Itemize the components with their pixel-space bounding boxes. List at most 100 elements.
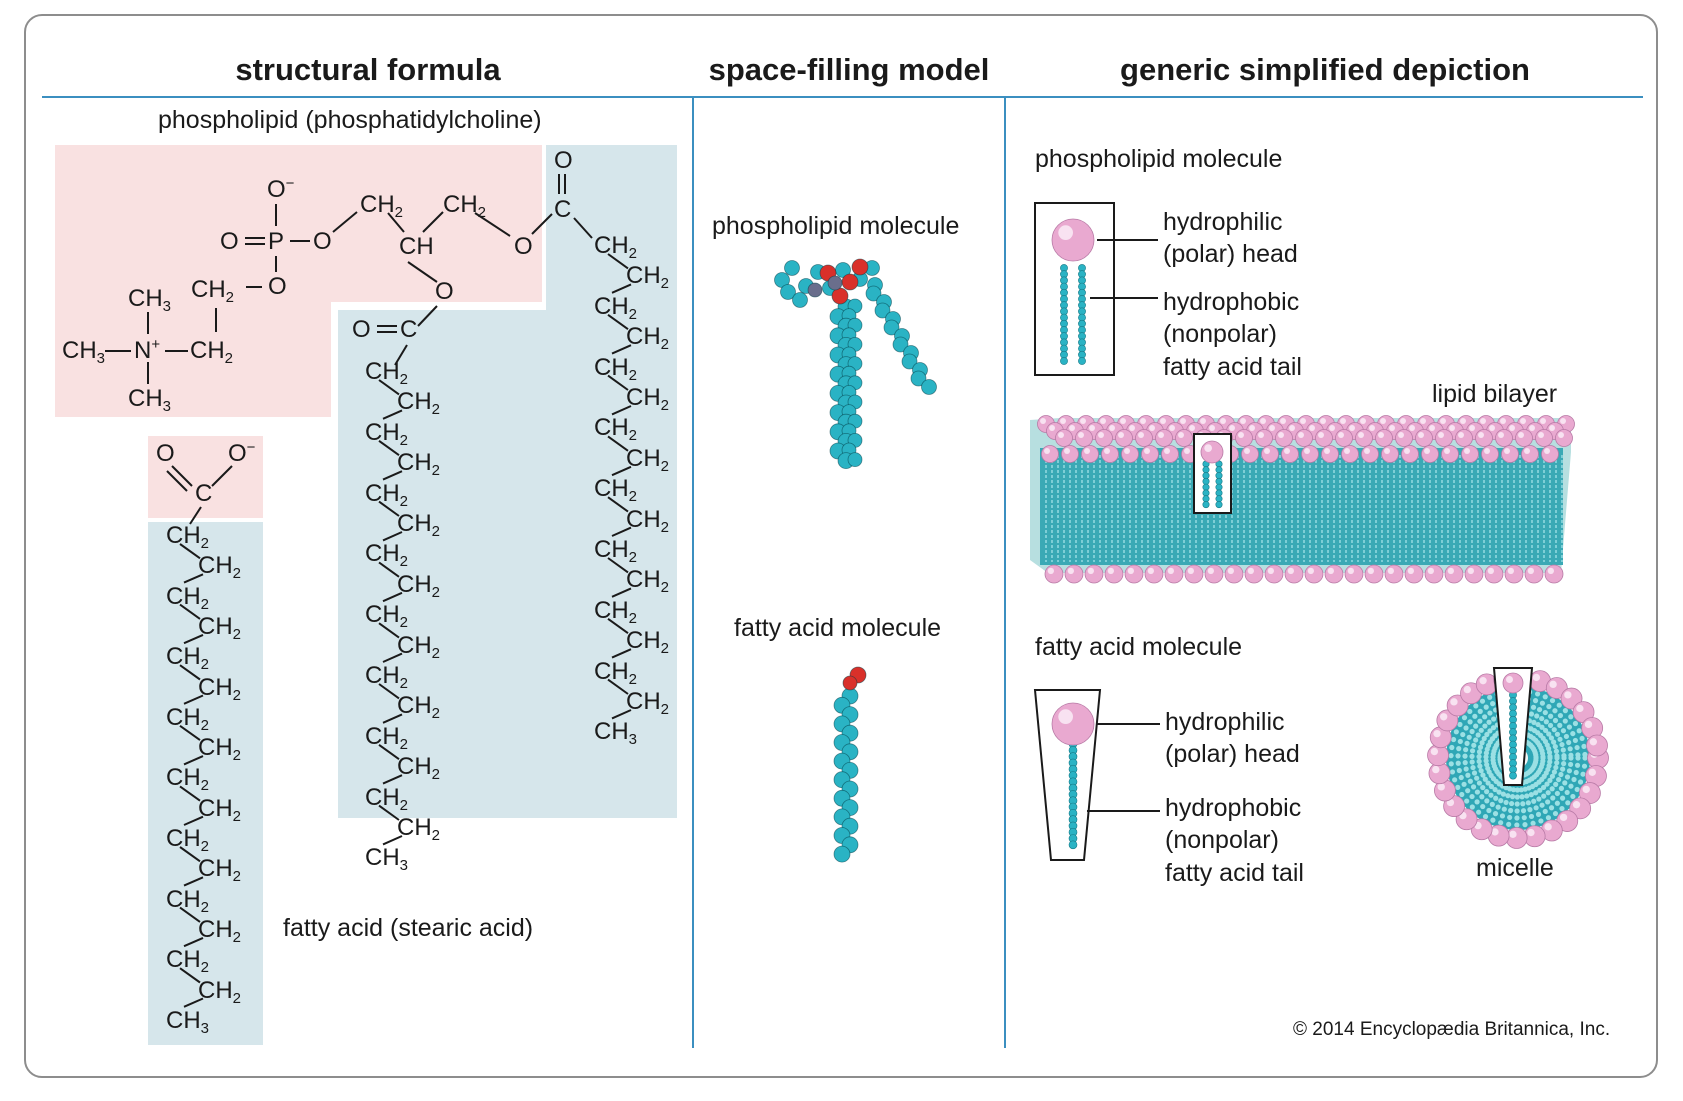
lipid-bilayer-label: lipid bilayer <box>1432 380 1558 408</box>
right_chain_units-unit-7: CH2 <box>626 444 670 475</box>
bilayer-bottom-head <box>1384 564 1404 584</box>
bilayer-bottom-head <box>1524 564 1544 584</box>
micelle-head <box>1586 734 1608 757</box>
stearic_chain_units-bond-8 <box>179 785 201 802</box>
bilayer-highlight-head <box>1200 440 1224 464</box>
stearic_chain_units-unit-2: CH2 <box>166 582 210 613</box>
sf-right-tail-atom <box>892 336 909 353</box>
atom-o-choline: O <box>268 273 287 300</box>
sf-right-tail-atom <box>921 379 937 395</box>
stearic_chain_units-unit-9: CH2 <box>198 794 242 825</box>
bilayer-bottom-head <box>1144 564 1164 584</box>
micelle-label: micelle <box>1476 854 1554 882</box>
bilayer-bottom-head <box>1104 564 1124 584</box>
sf-phospholipid-label: phospholipid molecule <box>712 212 960 240</box>
left_chain_units-bond-13 <box>382 774 403 785</box>
atom-o-ester-left: O <box>435 278 454 305</box>
bilayer-top-head <box>1441 445 1459 463</box>
left_chain_units-unit-15: CH2 <box>397 814 441 844</box>
sf-oxygen-atom <box>851 258 869 276</box>
left_chain_units-unit-12: CH2 <box>365 722 409 753</box>
right_chain_units-unit-6: CH2 <box>594 414 638 445</box>
right_chain_units-bond-15 <box>611 709 632 720</box>
atom-o-link1: O <box>313 228 332 255</box>
sf-right-tail-atom <box>865 285 882 302</box>
bilayer-bottom-head <box>1324 564 1344 584</box>
left_chain_units-unit-14: CH2 <box>365 783 409 814</box>
stearic_chain_units-bond-4 <box>179 664 201 681</box>
nonpolar-label-1: (nonpolar) <box>1163 320 1277 348</box>
stearic_chain_units-unit-3: CH2 <box>198 612 242 643</box>
left_chain_units-bond-8 <box>378 622 400 639</box>
right_chain_units-unit-12: CH2 <box>594 596 638 627</box>
stearic-o-right: O− <box>228 439 256 467</box>
sf-fa-tail-atom <box>833 845 851 863</box>
left_chain_units-unit-7: CH2 <box>397 570 441 601</box>
stearic_chain_units-bond-6 <box>179 724 201 741</box>
bilayer-bottom-head <box>1424 564 1444 584</box>
bilayer-top-head <box>1301 445 1319 463</box>
stearic_chain_units-bond-15 <box>183 997 204 1008</box>
fatty-acid-head <box>1051 702 1095 746</box>
left_chain_units-bond-9 <box>382 652 403 663</box>
bilayer-bottom-head <box>1304 564 1324 584</box>
atom-o-ester-right: O <box>514 233 533 260</box>
atom-c-right: C <box>554 196 572 223</box>
right_chain_units-unit-0: CH2 <box>594 232 638 262</box>
atom-c-left: C <box>400 316 418 343</box>
left_chain_units-unit-3: CH2 <box>397 449 441 480</box>
bilayer-top-head <box>1041 445 1059 463</box>
bilayer-bottom-head <box>1464 564 1484 584</box>
micelle-illustration <box>1427 667 1609 849</box>
left_chain_units-bond-5 <box>382 531 403 542</box>
right_chain_units-bond-0 <box>607 253 629 270</box>
right_chain_units-bond-5 <box>611 405 632 416</box>
bilayer-tail-region <box>1040 448 1563 565</box>
stearic_chain_units-bond-10 <box>179 846 201 863</box>
left_chain_units-bond-10 <box>378 683 400 700</box>
bilayer-bottom-head <box>1084 564 1104 584</box>
right_chain_units-bond-14 <box>607 678 629 695</box>
stearic_chain_units-unit-10: CH2 <box>166 825 210 855</box>
left_chain_units-bond-4 <box>378 500 400 517</box>
bilayer-top-head <box>1061 445 1079 463</box>
choline-bg <box>55 302 331 417</box>
left_chain_units-unit-8: CH2 <box>365 601 409 632</box>
phospholipid-icon <box>1051 218 1095 365</box>
stearic-c: C <box>195 480 213 507</box>
bilayer-top-head <box>1361 445 1379 463</box>
left_chain_units-unit-9: CH2 <box>397 631 441 662</box>
atom-o-carbonyl-right: O <box>554 147 573 174</box>
polar-head-label-1: (polar) head <box>1163 240 1298 268</box>
right_chain_units-bond-8 <box>607 496 629 513</box>
hydrophobic-label-2: hydrophobic <box>1165 794 1302 822</box>
stearic_chain_units-bond-1 <box>183 573 204 584</box>
micelle-highlight-head <box>1502 672 1524 694</box>
stearic_chain_units-unit-5: CH2 <box>198 673 242 704</box>
right_chain_units-bond-9 <box>611 526 632 537</box>
stearic_chain_units-bond-7 <box>183 755 204 766</box>
right-chain-bg-top <box>546 145 677 319</box>
nonpolar-label-2: (nonpolar) <box>1165 826 1279 854</box>
phospholipid-head-bg <box>55 145 542 302</box>
sf-right-tail-atom <box>901 353 918 370</box>
stearic_chain_units-bond-3 <box>183 633 204 645</box>
atom-ch2-glycerol-1: CH2 <box>360 191 404 221</box>
atom-p: P <box>268 228 285 255</box>
right_chain_units-unit-16: CH3 <box>594 718 638 749</box>
stearic_chain_units-bond-14 <box>179 967 201 984</box>
right_chain_units-bond-10 <box>607 557 629 574</box>
left_chain_units-unit-0: CH2 <box>365 358 409 388</box>
bilayer-top-head <box>1541 445 1559 463</box>
space-filling-phospholipid <box>774 258 937 470</box>
left_chain_units-bond-0 <box>378 379 400 396</box>
left_chain_units-unit-1: CH2 <box>397 388 441 419</box>
right_chain_units-bond-2 <box>607 313 629 331</box>
left_chain_units-bond-12 <box>378 743 400 761</box>
bilayer-top-head <box>1101 445 1119 463</box>
right_chain_units-unit-11: CH2 <box>626 566 670 597</box>
stearic_chain_units-unit-4: CH2 <box>166 643 210 674</box>
lipid-bilayer-illustration <box>1030 415 1575 584</box>
stearic-acid-label: fatty acid (stearic acid) <box>283 914 534 942</box>
bilayer-top-head <box>1121 445 1139 463</box>
